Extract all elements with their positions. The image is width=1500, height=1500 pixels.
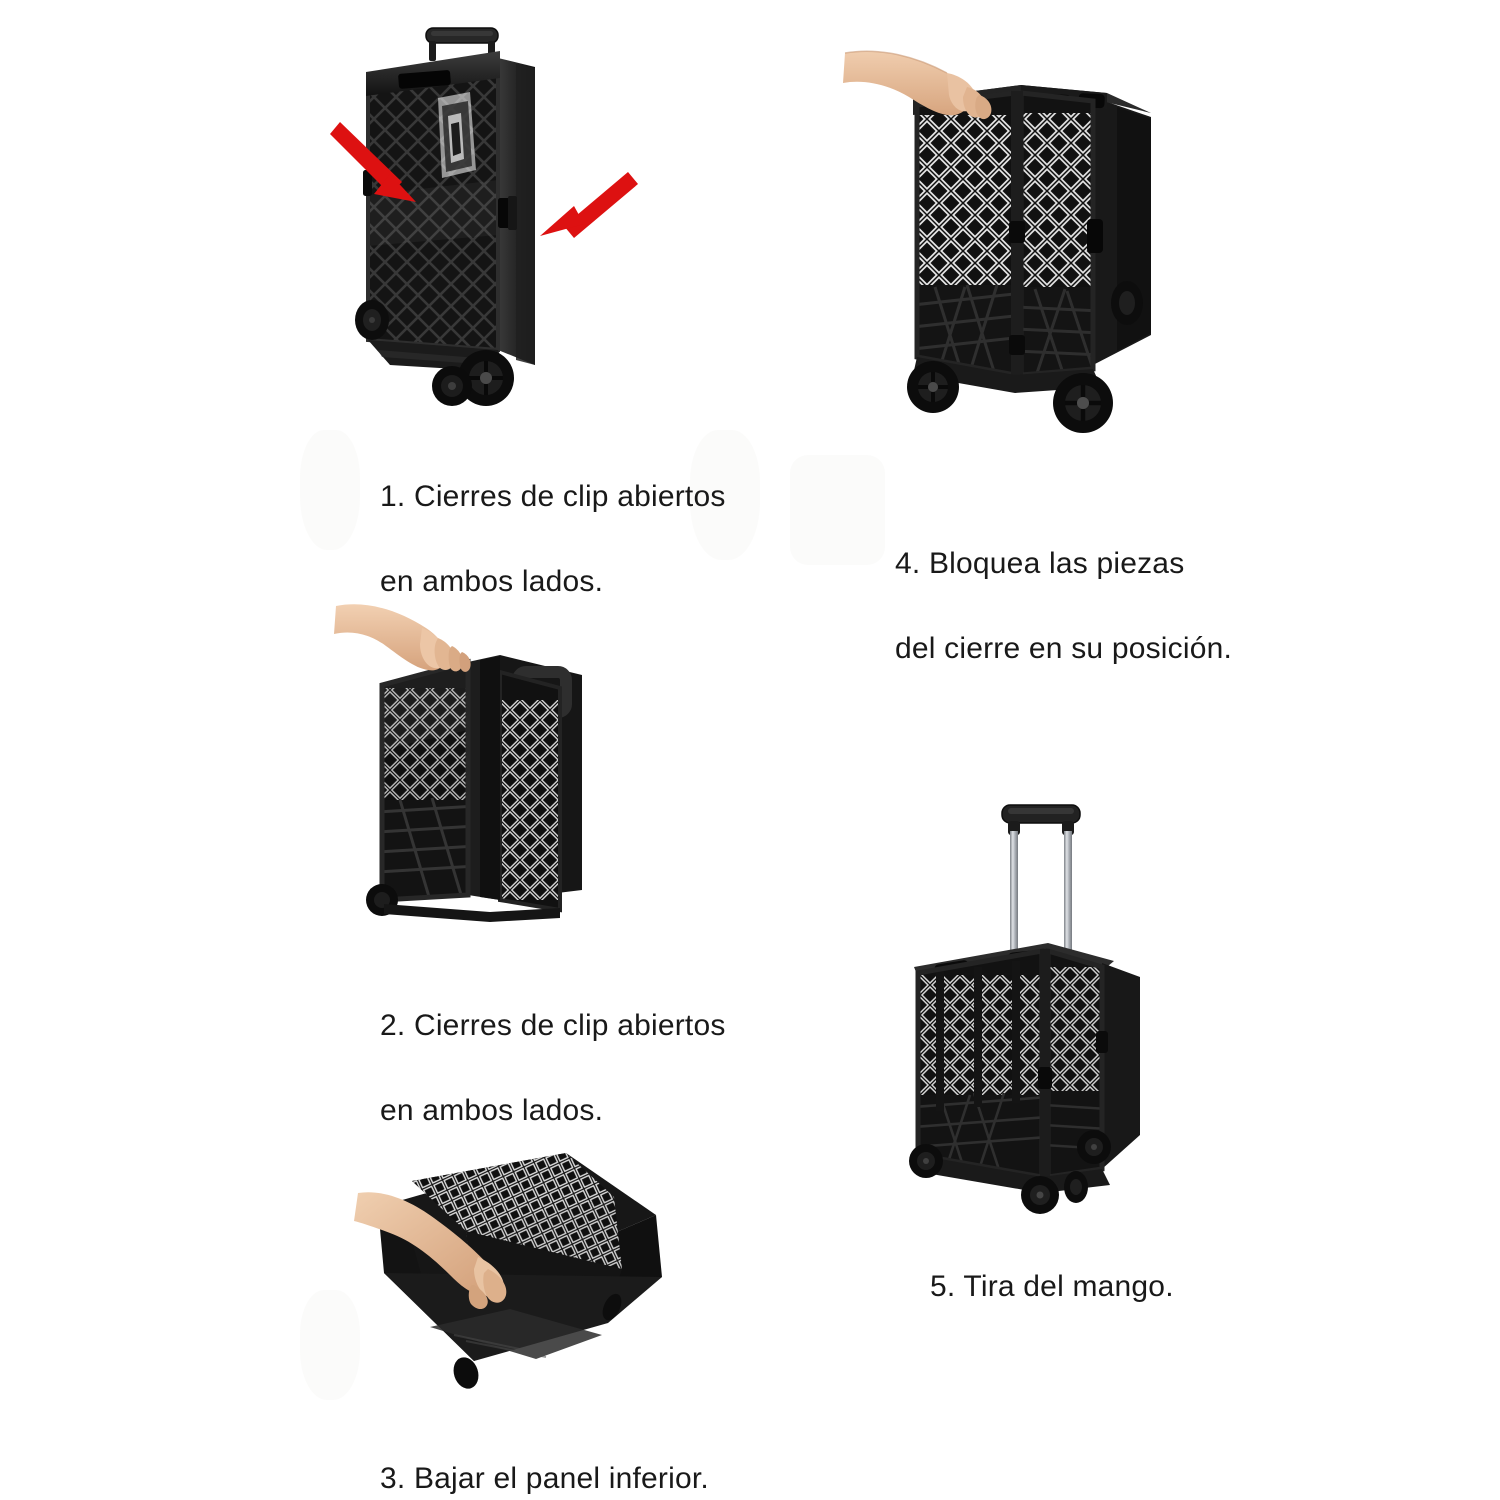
folded-cart-illustration	[355, 27, 535, 406]
cart-center-hinge	[1040, 949, 1050, 1179]
hand-illustration	[843, 50, 992, 120]
step-2-caption-line1: 2. Cierres de clip abiertos	[380, 1008, 726, 1042]
step-4-image	[843, 35, 1195, 445]
step-5: 5. Tira del mango.	[890, 795, 1310, 1305]
wheel-front-right	[1053, 373, 1113, 433]
step-2: 2. Cierres de clip abiertos en ambos lad…	[334, 600, 770, 1127]
cart-base	[914, 1155, 1110, 1193]
wheel-bottom-left	[453, 1357, 479, 1389]
wheel-front-right	[1064, 1171, 1088, 1203]
step-2-caption: 2. Cierres de clip abiertos en ambos lad…	[380, 962, 780, 1132]
handle-tube-right	[1064, 831, 1072, 953]
step-4: 4. Bloquea las piezas del cierre en su p…	[843, 35, 1275, 665]
cart-mesh-left	[914, 90, 1018, 379]
telescoping-handle[interactable]	[1001, 804, 1081, 961]
wheel-rear-right	[1077, 1130, 1111, 1164]
cart-mesh-left	[915, 948, 1045, 1180]
wheel-front-large	[458, 350, 514, 406]
lock-piece-right	[1087, 219, 1103, 253]
wheel-front-center	[1021, 1176, 1059, 1214]
partially-unfolded-cart-illustration	[334, 604, 582, 922]
collapsed-handle	[425, 27, 499, 61]
wheel-front-left	[907, 361, 959, 413]
step-3-image	[354, 1145, 670, 1415]
wheel-front-small	[432, 366, 472, 406]
cart-mesh-panel-left	[379, 658, 471, 903]
clip-latch-left	[363, 170, 372, 196]
red-arrow-right	[518, 170, 648, 265]
step-5-caption-line1: 5. Tira del mango.	[930, 1269, 1174, 1303]
hand-illustration	[334, 604, 471, 672]
step-1-caption: 1. Cierres de clip abiertos en ambos lad…	[380, 433, 760, 603]
clip-latch-center	[1009, 221, 1025, 243]
wheel-rear-left	[909, 1144, 943, 1178]
step-1: 1. Cierres de clip abiertos en ambos lad…	[330, 20, 730, 598]
step-5-caption: 5. Tira del mango.	[930, 1223, 1330, 1308]
wheel-rear-right	[1111, 281, 1143, 325]
red-arrow-left	[330, 110, 450, 220]
step-3: 3. Bajar el panel inferior.	[354, 1145, 790, 1495]
step-2-caption-line2: en ambos lados.	[380, 1093, 604, 1127]
step-5-image	[890, 795, 1200, 1215]
cart-mesh-right	[1018, 90, 1096, 378]
hand-illustration	[354, 1192, 507, 1310]
step-1-caption-line1: 1. Cierres de clip abiertos	[380, 479, 726, 513]
clip-latch-center	[1038, 1067, 1052, 1089]
handle-housing	[430, 1309, 602, 1359]
cart-mesh-panel-right	[498, 669, 562, 913]
step-3-caption: 3. Bajar el panel inferior.	[380, 1415, 780, 1500]
cart-base	[384, 904, 560, 922]
cart-base	[913, 357, 1101, 393]
cart-with-extended-handle-illustration	[909, 804, 1140, 1214]
cart-right-body	[1102, 963, 1140, 1169]
assembled-cart-with-hand-illustration	[843, 50, 1151, 433]
step-4-caption: 4. Bloquea las piezas del cierre en su p…	[895, 500, 1295, 670]
step-4-caption-line2: del cierre en su posición.	[895, 631, 1233, 665]
step-1-caption-line2: en ambos lados.	[380, 564, 604, 598]
cart-mesh-panel	[366, 51, 500, 353]
step-1-image	[330, 20, 670, 420]
lock-piece-right	[1096, 1031, 1108, 1053]
step-4-caption-line1: 4. Bloquea las piezas	[895, 546, 1185, 580]
step-2-image	[334, 600, 670, 940]
handle-tube-left	[1010, 831, 1018, 953]
step-3-caption-line1: 3. Bajar el panel inferior.	[380, 1461, 709, 1495]
clip-latch-right	[498, 198, 510, 228]
wheel-bottom-right	[602, 1293, 622, 1321]
wheel-rear-small	[355, 300, 389, 340]
open-crate-topdown-illustration	[354, 1153, 662, 1389]
watermark-mark-4	[300, 1290, 360, 1400]
